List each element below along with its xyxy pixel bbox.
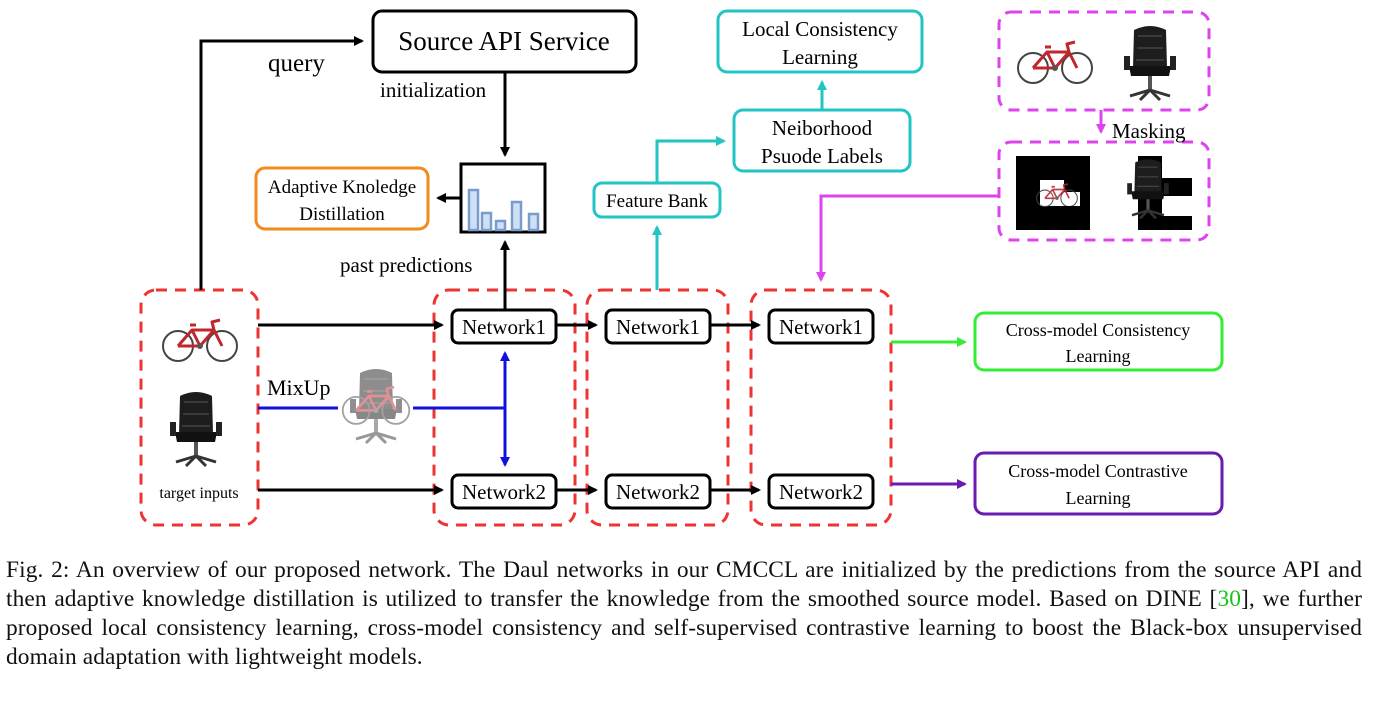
cross-contrastive-label-2: Learning (1066, 488, 1131, 508)
feature-bank-label: Feature Bank (606, 191, 708, 212)
citation-link[interactable]: 30 (1217, 586, 1242, 612)
cross-contrastive-label-1: Cross-model Contrastive (1008, 461, 1187, 481)
query-arrow (199, 36, 364, 290)
adaptive-kd-box (254, 166, 430, 231)
caption-text-start: Fig. 2: An overview of our proposed netw… (6, 557, 1362, 612)
local-consistency-box (716, 9, 924, 74)
chair-masked-image (1118, 156, 1192, 230)
network1-label-3: Network1 (779, 315, 863, 339)
network2-box-3 (767, 473, 875, 510)
bicycle-masked-image (1016, 156, 1090, 230)
cross-consistency-box (973, 311, 1224, 372)
bicycle-input-image (161, 318, 239, 363)
network2-label-1: Network2 (462, 480, 546, 504)
original-images-group (997, 10, 1211, 112)
adaptive-kd-label-2: Distillation (299, 204, 385, 225)
local-consistency-label-1: Local Consistency (742, 17, 898, 41)
query-label: query (268, 50, 325, 77)
neighborhood-arrow (655, 136, 726, 183)
network-group-2 (585, 288, 730, 527)
chair-original-image (1122, 24, 1178, 102)
network2-label-2: Network2 (616, 480, 700, 504)
masked-input-arrow (816, 194, 999, 282)
past-predictions-label: past predictions (340, 253, 472, 277)
masking-label: Masking (1112, 119, 1186, 143)
cross-contrastive-box (973, 451, 1224, 516)
local-consistency-label-2: Learning (782, 45, 858, 69)
cross-consistency-label-2: Learning (1066, 346, 1131, 366)
prediction-histogram (459, 162, 547, 234)
chair-input-image (168, 390, 224, 468)
masked-images-group (997, 140, 1211, 242)
network1-label-2: Network1 (616, 315, 700, 339)
network-group-3 (749, 288, 893, 527)
mixup-label: MixUp (267, 375, 331, 400)
figure-caption: Fig. 2: An overview of our proposed netw… (6, 556, 1362, 672)
initialization-label: initialization (380, 78, 487, 102)
neighborhood-label-2: Psuode Labels (761, 144, 883, 168)
mixup-image (341, 367, 411, 445)
caption-text-end: ], we further proposed local consistency… (6, 586, 1362, 670)
network2-label-3: Network2 (779, 480, 863, 504)
bicycle-original-image (1016, 40, 1094, 85)
neighborhood-label-1: Neiborhood (772, 116, 873, 140)
source-api-label: Source API Service (398, 26, 609, 56)
target-inputs-label: target inputs (159, 485, 238, 502)
network1-label-1: Network1 (462, 315, 546, 339)
overview-diagram: Source API Service Local Consistency Lea… (139, 9, 1224, 527)
adaptive-kd-label-1: Adaptive Knoledge (268, 177, 416, 198)
network1-box-3 (767, 308, 875, 345)
cross-consistency-label-1: Cross-model Consistency (1006, 320, 1191, 340)
